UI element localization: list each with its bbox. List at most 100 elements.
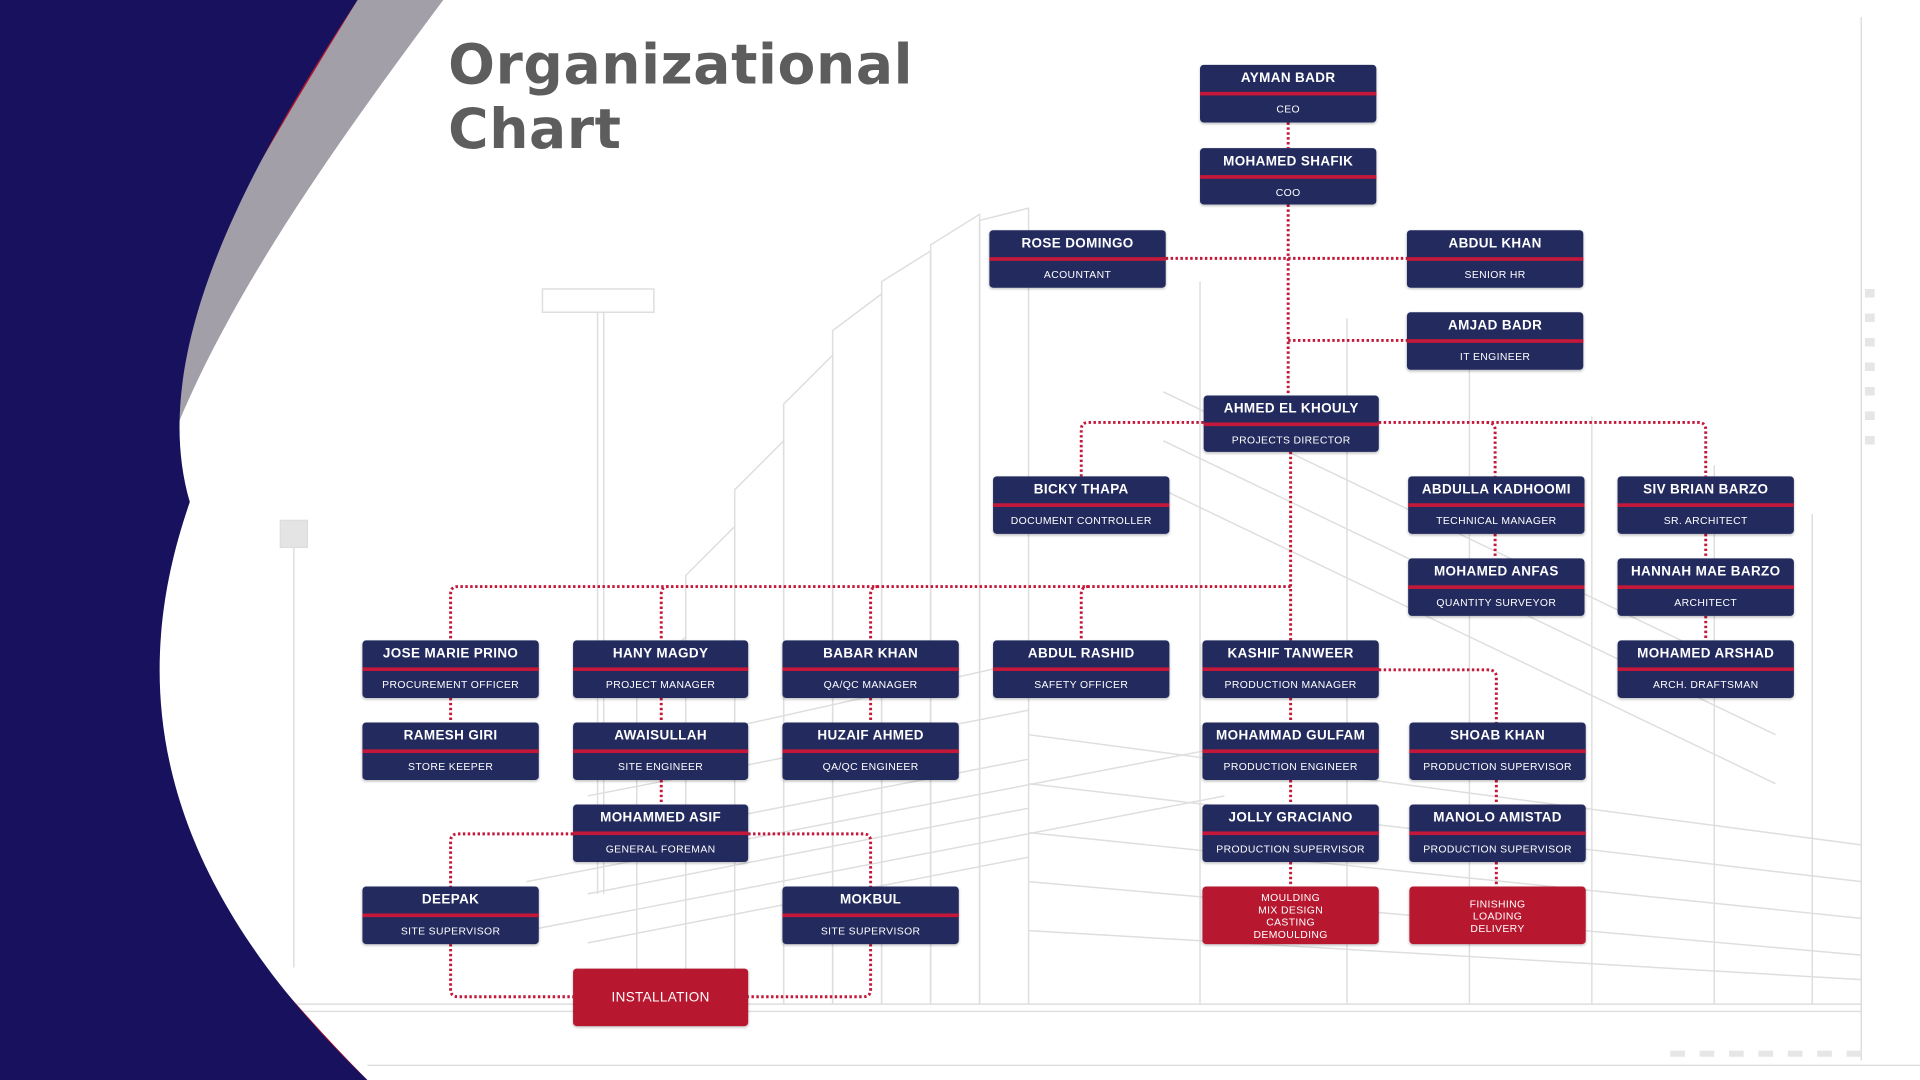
node-name: MOHAMED ANFAS (1433, 564, 1559, 580)
node-name: ABDUL RASHID (1027, 646, 1135, 662)
node-name: ROSE DOMINGO (1021, 236, 1134, 252)
node-mohamed-arshad: MOHAMED ARSHAD ARCH. DRAFTSMAN (1617, 640, 1794, 698)
node-name: SHOAB KHAN (1450, 728, 1546, 744)
node-jose-marie-prino: JOSE MARIE PRINO PROCUREMENT OFFICER (362, 640, 539, 698)
node-divider (362, 667, 539, 672)
node-abdulla-kadhoomi: ABDULLA KADHOOMI TECHNICAL MANAGER (1408, 476, 1585, 534)
node-name: JOSE MARIE PRINO (382, 646, 519, 662)
node-jolly-graciano: JOLLY GRACIANO PRODUCTION SUPERVISOR (1202, 804, 1379, 863)
node-name: AYMAN BADR (1240, 71, 1336, 86)
node-divider (782, 913, 959, 918)
node-divider (362, 913, 539, 918)
node-name: ABDUL KHAN (1448, 236, 1542, 252)
task-line: CASTING (1266, 915, 1316, 928)
node-role: QA/QC ENGINEER (822, 760, 919, 773)
node-divider (1202, 749, 1379, 754)
node-role: SITE SUPERVISOR (400, 924, 501, 937)
node-name: AMJAD BADR (1447, 318, 1543, 334)
task-finishing: FINISHING LOADING DELIVERY (1409, 886, 1586, 945)
node-role: TECHNICAL MANAGER (1436, 514, 1557, 527)
node-name: SIV BRIAN BARZO (1643, 482, 1769, 498)
node-role: PRODUCTION ENGINEER (1223, 760, 1358, 773)
node-ayman-badr: AYMAN BADR CEO (1200, 64, 1377, 123)
node-name: AHMED EL KHOULY (1223, 401, 1359, 417)
node-role: PRODUCTION MANAGER (1224, 678, 1357, 691)
node-name: MOHAMED ARSHAD (1637, 646, 1775, 662)
node-name: RAMESH GIRI (403, 728, 498, 744)
node-mohammed-asif: MOHAMMED ASIF GENERAL FOREMAN (573, 804, 749, 863)
node-abdul-khan: ABDUL KHAN SENIOR HR (1406, 230, 1584, 288)
node-role: PROJECT MANAGER (605, 678, 716, 691)
node-role: PRODUCTION SUPERVISOR (1423, 842, 1572, 855)
node-ramesh-giri: RAMESH GIRI STORE KEEPER (362, 722, 539, 781)
node-role: SENIOR HR (1464, 268, 1526, 281)
node-divider (1409, 831, 1586, 836)
node-huzaif-ahmed: HUZAIF AHMED QA/QC ENGINEER (782, 722, 959, 781)
node-divider (1617, 503, 1794, 507)
task-line: DEMOULDING (1253, 927, 1328, 940)
node-role: SITE ENGINEER (618, 760, 704, 773)
node-divider (782, 667, 959, 672)
node-amjad-badr: AMJAD BADR IT ENGINEER (1406, 312, 1584, 370)
node-role: PRODUCTION SUPERVISOR (1423, 760, 1572, 773)
task-installation: INSTALLATION (573, 968, 749, 1027)
node-role: DOCUMENT CONTROLLER (1010, 514, 1152, 527)
node-name: DEEPAK (421, 892, 480, 908)
node-role: QA/QC MANAGER (823, 678, 918, 691)
task-line: INSTALLATION (611, 990, 710, 1005)
node-divider (1200, 91, 1377, 96)
node-shoab-khan: SHOAB KHAN PRODUCTION SUPERVISOR (1409, 722, 1586, 781)
node-bicky-thapa: BICKY THAPA DOCUMENT CONTROLLER (993, 476, 1170, 534)
node-kashif-tanweer: KASHIF TANWEER PRODUCTION MANAGER (1202, 640, 1379, 698)
task-line: FINISHING (1469, 896, 1526, 910)
node-role: ARCHITECT (1674, 596, 1738, 609)
node-divider (1406, 257, 1584, 261)
node-divider (782, 749, 959, 754)
node-divider (1202, 831, 1379, 836)
node-role: SITE SUPERVISOR (820, 924, 921, 937)
node-name: MOHAMMAD GULFAM (1216, 728, 1366, 744)
node-hannah-mae-barzo: HANNAH MAE BARZO ARCHITECT (1617, 558, 1794, 616)
node-role: IT ENGINEER (1459, 350, 1531, 363)
node-deepak: DEEPAK SITE SUPERVISOR (362, 886, 539, 945)
node-siv-brian-barzo: SIV BRIAN BARZO SR. ARCHITECT (1617, 476, 1794, 534)
node-role: PROJECTS DIRECTOR (1231, 432, 1351, 446)
node-role: SR. ARCHITECT (1663, 514, 1748, 527)
node-name: AWAISULLAH (614, 728, 707, 744)
node-mohammad-gulfam: MOHAMMAD GULFAM PRODUCTION ENGINEER (1202, 722, 1379, 781)
node-babar-khan: BABAR KHAN QA/QC MANAGER (782, 640, 959, 698)
task-line: LOADING (1472, 909, 1523, 922)
node-divider (573, 831, 749, 836)
node-divider (993, 503, 1170, 507)
node-manolo-amistad: MANOLO AMISTAD PRODUCTION SUPERVISOR (1409, 804, 1586, 863)
node-name: BICKY THAPA (1033, 482, 1129, 498)
node-hany-magdy: HANY MAGDY PROJECT MANAGER (573, 640, 749, 698)
node-rose-domingo: ROSE DOMINGO ACOUNTANT (989, 230, 1166, 288)
task-line: MIX DESIGN (1258, 903, 1324, 916)
node-role: ARCH. DRAFTSMAN (1652, 678, 1759, 691)
node-mokbul: MOKBUL SITE SUPERVISOR (782, 886, 959, 945)
page-title: Organizational Chart (448, 32, 913, 162)
task-line: DELIVERY (1470, 921, 1525, 934)
title-line-1: Organizational (448, 31, 914, 97)
node-divider (993, 667, 1170, 672)
node-name: MOHAMED SHAFIK (1223, 154, 1354, 169)
node-role: STORE KEEPER (408, 760, 494, 773)
node-name: JOLLY GRACIANO (1228, 810, 1353, 826)
node-name: HUZAIF AHMED (817, 728, 924, 744)
node-role: SAFETY OFFICER (1034, 678, 1129, 691)
node-mohamed-shafik: MOHAMED SHAFIK COO (1200, 148, 1377, 205)
title-line-2: Chart (448, 96, 622, 162)
node-name: ABDULLA KADHOOMI (1421, 482, 1571, 498)
node-role: PRODUCTION SUPERVISOR (1216, 842, 1365, 855)
task-line: MOULDING (1261, 890, 1321, 904)
node-divider (573, 667, 749, 672)
node-role: PROCUREMENT OFFICER (382, 678, 520, 691)
node-divider (1200, 175, 1377, 179)
node-name: BABAR KHAN (823, 646, 919, 662)
node-divider (1617, 585, 1794, 589)
node-divider (1202, 667, 1379, 672)
node-mohamed-anfas: MOHAMED ANFAS QUANTITY SURVEYOR (1408, 558, 1585, 616)
node-name: HANY MAGDY (612, 646, 709, 662)
